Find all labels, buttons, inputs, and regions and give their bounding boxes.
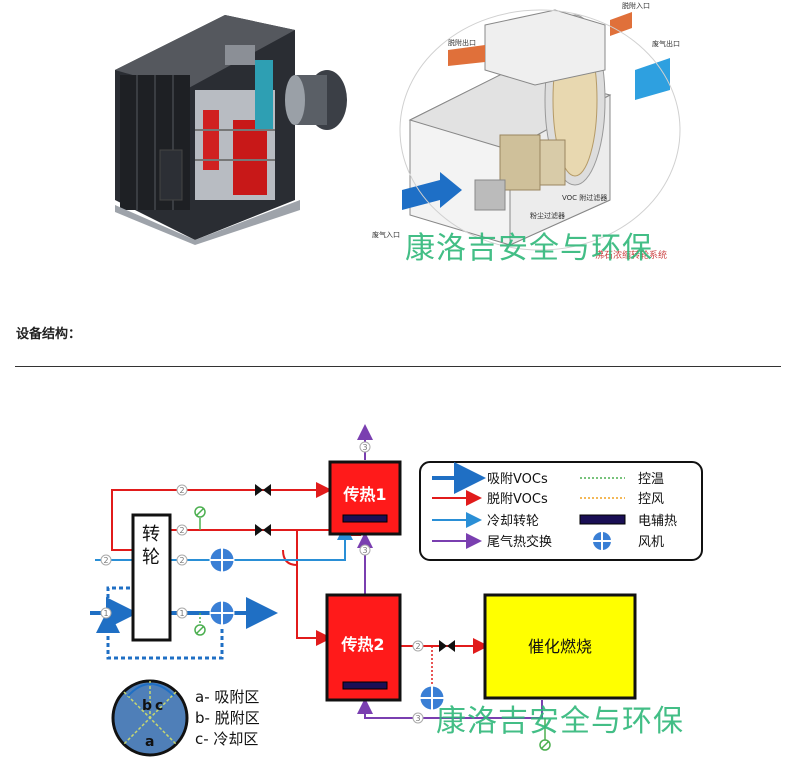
num-3-c: 3 xyxy=(415,714,420,723)
num-3-b: 3 xyxy=(362,546,367,555)
num-2-e: 2 xyxy=(415,642,420,651)
catalytic-label: 催化燃烧 xyxy=(528,637,592,656)
label-dust-filter: 粉尘过滤器 xyxy=(530,211,565,220)
electric-heater-1 xyxy=(342,514,388,523)
num-2-a: 2 xyxy=(179,486,184,495)
rotor-box xyxy=(131,513,172,642)
label-desorb-inlet: 脱附入口 xyxy=(622,1,650,10)
legend-wind: 控风 xyxy=(638,492,664,507)
heat2-label: 传热2 xyxy=(340,635,384,654)
legend-fan: 风机 xyxy=(638,535,664,550)
legend-adsorb: 吸附VOCs xyxy=(487,472,548,487)
num-1-a: 1 xyxy=(179,609,184,618)
svg-text:a: a xyxy=(145,734,154,750)
legend-box xyxy=(419,461,703,561)
watermark-bottom: 康洛吉安全与环保 xyxy=(436,704,684,739)
rotor-label-1: 转 xyxy=(142,524,160,545)
label-desorb-outlet: 脱附出口 xyxy=(448,38,476,47)
valve-mid xyxy=(255,524,271,536)
label-exhaust-outlet: 废气出口 xyxy=(652,39,680,48)
num-3-a: 3 xyxy=(362,443,367,452)
label-exhaust-inlet: 废气入口 xyxy=(372,230,400,239)
rotor-label-2: 轮 xyxy=(142,547,160,568)
num-2-b: 2 xyxy=(179,526,184,535)
rotor-zones-icon: b c a xyxy=(111,679,189,757)
label-caption: 沸石浓缩转轮系统 xyxy=(595,249,667,261)
num-2-d: 2 xyxy=(103,556,108,565)
divider xyxy=(15,366,781,367)
fan-icon xyxy=(209,600,235,626)
legend-tail: 尾气热交换 xyxy=(487,534,552,550)
zone-c: c- 冷却区 xyxy=(195,730,258,748)
legend: 吸附VOCs 脱附VOCs 冷却转轮 尾气热交换 控温 控风 电辅热 风机 xyxy=(432,462,677,550)
legend-temp: 控温 xyxy=(638,472,664,487)
legend-desorb: 脱附VOCs xyxy=(487,492,548,507)
zone-b: b- 脱附区 xyxy=(195,709,260,727)
electric-heater-2 xyxy=(342,681,388,690)
process-diagram: 2 2 2 2 1 1 3 3 2 3 转 轮 传热1 传热2 催化燃烧 xyxy=(90,424,703,757)
label-voc-filter: VOC 附过滤器 xyxy=(562,193,607,202)
num-1-b: 1 xyxy=(103,609,108,618)
watermark-top: 康洛吉安全与环保 xyxy=(405,231,653,266)
num-2-c: 2 xyxy=(179,556,184,565)
svg-text:b: b xyxy=(142,698,152,714)
section-title: 设备结构： xyxy=(16,327,82,342)
catalytic-box xyxy=(483,593,637,700)
zeolite-rotor-image: 脱附入口 脱附出口 废气出口 VOC 附过滤器 粉尘过滤器 废气入口 沸石浓缩转… xyxy=(372,1,681,261)
fan-icon xyxy=(419,685,445,711)
svg-text:c: c xyxy=(155,698,163,714)
rto-equipment-image xyxy=(115,15,347,245)
legend-electric: 电辅热 xyxy=(638,514,677,529)
valve-right xyxy=(439,640,455,652)
heat1-label: 传热1 xyxy=(342,485,386,504)
fan-icon xyxy=(209,547,235,573)
valve-top xyxy=(255,484,271,496)
zone-a: a- 吸附区 xyxy=(195,688,259,706)
legend-cool: 冷却转轮 xyxy=(487,514,539,529)
